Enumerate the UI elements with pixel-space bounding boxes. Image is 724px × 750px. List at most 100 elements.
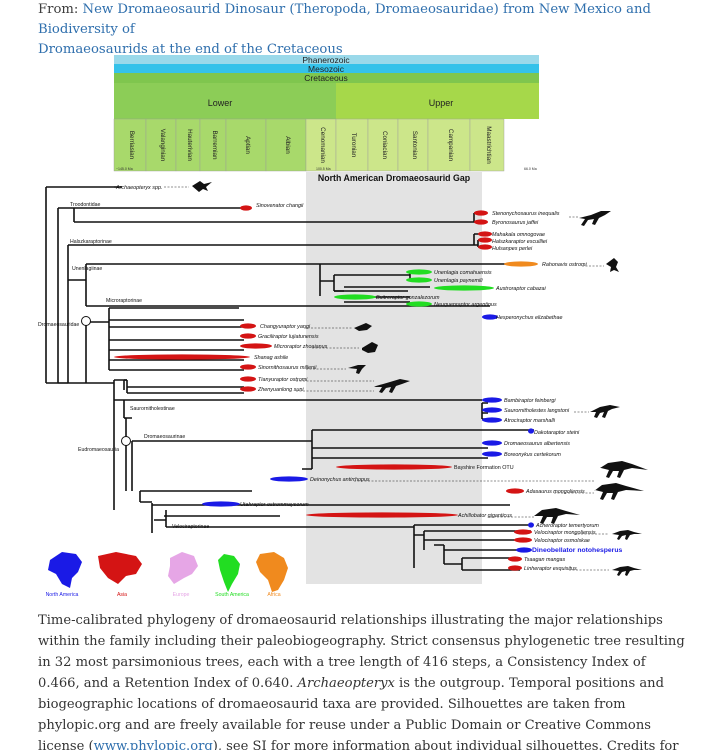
taxon-boreonykus: Boreonykus certekorum [504,452,561,458]
range-bar-deinonychus [270,476,308,482]
range-bar-velociraptor-m [514,529,532,535]
stage-band-santonian [397,118,429,172]
taxon-acheroraptor: Acheroraptor temertyorum [535,523,599,529]
range-bar-unenlagia-p [406,277,432,283]
eudromaeosauria-node [121,436,131,446]
phylopic-link[interactable]: www.phylopic.org [93,739,213,750]
caption-part2: is the outgroup. Temporal positions and … [38,676,664,750]
taxon-tsaagan: Tsaagan mangas [524,557,565,563]
stage-band-hauterivian [175,118,201,172]
stage-label-campanian: Campanian [447,129,454,162]
taxon-austroraptor: Austroraptor cabazai [495,286,547,292]
range-bar-sinornithosaurus [240,364,256,370]
range-bar-tsaagan [508,556,522,562]
taxon-sinovenator: Sinovenator changii [256,203,304,209]
range-bar-boreonykus [482,451,502,457]
microraptor-silhouette-1 [354,323,372,331]
taxon-microraptor: Microraptor zhoaianus [274,344,328,350]
gap-label: North American Dromaeosaurid Gap [318,173,471,183]
troodontid-silhouette [579,211,611,226]
range-bar-bayshire [336,464,452,470]
clade-unenlagiinae: Unenlagiinae [72,266,102,272]
legend-africa: Africa [267,592,280,598]
taxon-linheraptor: Linheraptor exquisitus [524,566,577,572]
archaeopteryx-silhouette [192,181,212,192]
stage-band-valanginian [145,118,177,172]
era-band [114,64,539,73]
range-bar-bambiraptor [482,397,502,403]
stage-label-albian: Albian [284,136,291,154]
period-band [114,73,539,83]
range-bar-stenonychosaurus [474,210,488,216]
range-bar-graciliraptor [240,333,256,339]
figure-caption: Time-calibrated phylogeny of dromaeosaur… [38,610,688,750]
taxon-buitreraptor: Buitreraptor gonzalezorum [376,295,440,301]
taxon-labels: Archaeopteryx spp. Sinovenator changii S… [115,185,622,572]
range-bar-saurornitholestes [482,407,502,413]
range-bar-dakotaraptor [528,428,534,434]
stage-band-turonian [335,118,369,172]
taxon-velociraptor-o: Velociraptor osmolskae [534,538,590,544]
period-label: Cretaceous [304,73,347,83]
microraptor-silhouette-2 [362,342,378,353]
stage-label-turonian: Turonian [350,133,357,158]
achillobator-silhouette [534,508,580,524]
upper-epoch-label: Upper [429,98,454,108]
sinornithosaurus-silhouette [348,365,366,374]
range-bar-byronosaurus [474,219,488,225]
taxon-shanag: Shanag ashile [254,355,288,361]
range-bar-microraptor [240,343,272,349]
legend-europe: Europe [173,592,190,598]
figure-source-header: From: New Dromaeosaurid Dinosaur (Therop… [38,0,658,60]
stage-label-maastrichtian: Maastrichtian [485,126,492,164]
saurornitholestes-silhouette [590,405,620,418]
stage-label-santonian: Santonian [411,131,418,160]
rahonavis-silhouette [606,258,619,272]
biogeography-legend: North America Asia Europe South America … [46,552,288,598]
range-bar-acheroraptor [528,522,534,528]
stage-band-aptian [225,118,267,172]
clade-labels: Troodontidae Halszkaraptorinae Unenlagii… [38,202,209,530]
upper-epoch-band [336,83,539,119]
range-bar-unenlagia-c [406,269,432,275]
dinosaur-silhouettes [192,181,648,576]
range-bar-linheraptor [508,565,522,571]
range-bar-changyuraptor [240,323,256,329]
range-bar-mahakala [478,231,492,237]
stage-label-cenomanian: Cenomanian [319,127,326,163]
range-bar-utahraptor [202,501,240,507]
geologic-timescale: Phanerozoic Mesozoic Cretaceous Lower Up… [113,55,539,172]
age-left: ~145.0 Ma [116,167,133,171]
stage-band-barremian [199,118,227,172]
clade-velociraptorinae: Velociraptorinae [172,524,209,530]
range-bar-dromaeosaurus [482,440,502,446]
source-prefix: From: [38,2,83,17]
clade-troodontidae: Troodontidae [70,202,100,208]
stage-band-maastrichtian [469,118,505,172]
range-bar-halszkaraptor [478,237,492,243]
range-bar-neuquenraptor [406,301,432,307]
taxon-tianyuraptor: Tianyuraptor ostromi [258,377,308,383]
taxon-zhenyuanlong: Zhenyuanlong suni [257,387,304,393]
taxon-deinonychus: Deinonychus antirrhopus [310,477,370,483]
range-bar-rahonavis [504,261,538,267]
range-bar-hulsanpes [478,244,492,250]
silhouette-connectors [164,186,609,571]
linheraptor-silhouette [612,566,642,576]
clade-dromaeosauridae: Dromaeosauridae [38,322,79,328]
taxon-achillobator: Achillobator giganticus [457,513,512,519]
south-america-map-icon [218,554,240,592]
range-bar-adasaurus [506,488,524,494]
range-bar-atrociraptor [482,417,502,423]
velociraptor-silhouette [612,530,642,540]
source-article-link[interactable]: New Dromaeosaurid Dinosaur (Theropoda, D… [38,2,651,57]
legend-asia: Asia [117,592,127,598]
taxon-dakotaraptor: Dakotaraptor steini [534,430,580,436]
taxon-dineobellator: Dineobellator notohesperus [532,547,622,554]
stage-label-valanginian: Valanginian [159,129,166,162]
clade-microraptorinae: Microraptorinae [106,298,142,304]
taxon-stenonychosaurus: Stenonychosaurus inequalis [492,211,560,217]
stage-label-coniacian: Coniacian [381,131,388,160]
dromaeosaurid-gap-region [306,172,482,584]
